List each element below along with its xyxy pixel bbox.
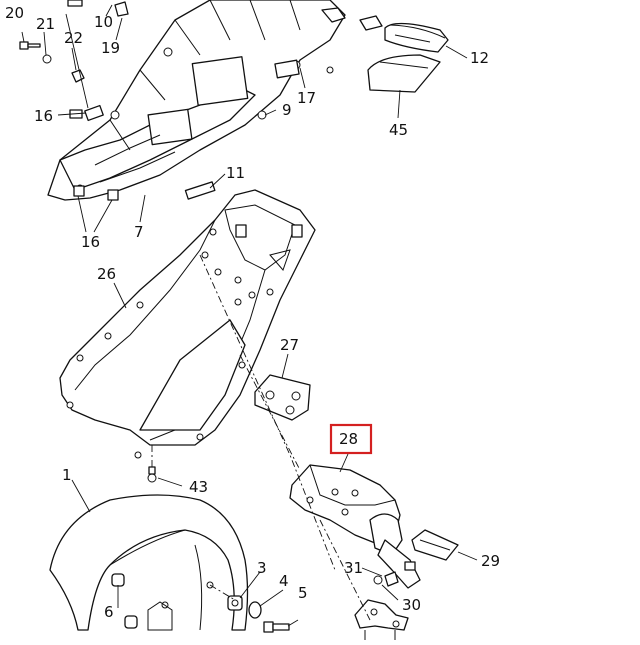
label-21: 21 [36,15,55,33]
label-7: 7 [134,223,144,241]
label-9: 9 [282,101,292,119]
label-31: 31 [344,559,363,577]
highlight-box [329,423,373,455]
nut-22-icon [71,69,85,83]
label-19: 19 [101,39,120,57]
rear-cowl-26-icon [59,189,316,459]
label-27: 27 [280,336,299,354]
label-29: 29 [481,552,500,570]
front-fender-1-icon [49,494,249,631]
leader-lines [21,4,478,627]
bracket-27-icon [254,374,311,421]
label-16-bottom: 16 [81,233,100,251]
label-17: 17 [297,89,316,107]
label-10: 10 [94,13,113,31]
bolt-5-icon [263,621,290,633]
label-11: 11 [226,164,245,182]
label-22: 22 [64,29,83,47]
label-45: 45 [389,121,408,139]
cover-12-icon [384,22,449,53]
alignment-lines [151,254,371,621]
bolt-20-icon [19,41,41,50]
rear-frame-assembly [47,0,383,201]
pad-45-icon [367,54,441,93]
part-number-labels: 20 21 22 10 19 12 45 16 9 17 11 16 7 26 … [5,4,500,621]
label-26: 26 [97,265,116,283]
label-30: 30 [402,596,421,614]
label-4: 4 [279,572,289,590]
label-43: 43 [189,478,208,496]
label-3: 3 [257,559,267,577]
screw-43-icon [147,466,157,483]
washer-4-icon [248,601,262,619]
label-12: 12 [470,49,489,67]
grommet-6-icon [111,573,138,629]
screw-31-icon [384,571,399,587]
lamp-29-icon [411,529,459,561]
label-1: 1 [62,466,72,484]
label-16-top: 16 [34,107,53,125]
washer-21-icon [42,54,52,64]
flap-28-icon [289,464,421,589]
nut-30-icon [373,575,383,585]
label-20: 20 [5,4,24,22]
label-5: 5 [298,584,308,602]
stay-bracket-icon [354,599,409,640]
label-6: 6 [104,603,114,621]
collar-3-icon [227,595,243,611]
label-28: 28 [339,430,358,448]
